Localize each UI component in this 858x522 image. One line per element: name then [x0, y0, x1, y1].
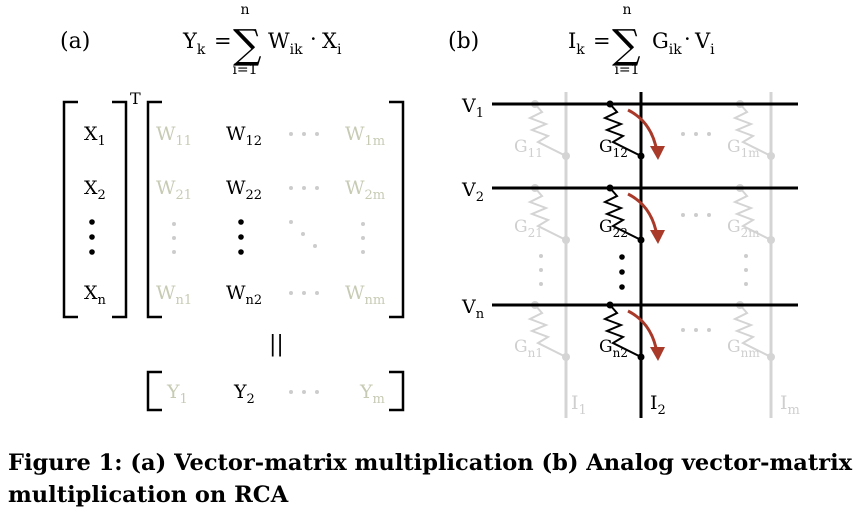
- row-label: V1: [461, 95, 484, 121]
- eq-a-dot: ·: [310, 27, 317, 51]
- eq-b-lhs-sub: k: [576, 42, 585, 58]
- row-label: Vn: [461, 296, 485, 322]
- faded-conductance-labels: G11 G1m G21 G2m Gn1 Gnm: [514, 137, 760, 360]
- column-label: I1: [571, 392, 587, 418]
- y-bracket-left: [146, 370, 162, 412]
- transpose-mark: T: [130, 89, 141, 108]
- conductance-label: Gnm: [727, 337, 760, 360]
- vertical-equals: ||: [269, 332, 284, 357]
- column-label-active: I2: [650, 392, 666, 418]
- eq-a-equals: =: [214, 29, 232, 53]
- conductance-label-active: G22: [599, 217, 628, 240]
- faded-resistors: [527, 103, 772, 358]
- y-vector-hdots: [289, 390, 319, 394]
- caption-text: (a) Vector-matrix multiplication (b) Ana…: [8, 450, 853, 508]
- svg-text:Wik: Wik: [268, 29, 303, 58]
- x-bracket-right: [112, 100, 128, 319]
- eq-a-sum-top: n: [240, 2, 249, 18]
- w-entry-active: Wn2: [226, 282, 262, 308]
- svg-text:Gik: Gik: [652, 29, 682, 58]
- eq-a-sum-bottom: i=1: [232, 62, 257, 78]
- conductance-label: G2m: [727, 217, 760, 240]
- w-entry: W11: [156, 123, 192, 149]
- eq-b-sigma: ∑: [612, 22, 641, 68]
- eq-b-sum-bottom: i=1: [614, 62, 639, 78]
- w-entry: W21: [156, 177, 192, 203]
- eq-b-v-sub: i: [710, 42, 715, 58]
- figure-caption: Figure 1: (a) Vector-matrix multiplicati…: [8, 447, 853, 511]
- y-entry-active: Y2: [233, 381, 255, 407]
- active-nodes: [606, 100, 645, 361]
- conductance-label: Gn1: [514, 337, 543, 360]
- conductance-label: G1m: [727, 137, 760, 160]
- eq-a-x: X: [322, 29, 337, 53]
- eq-a-lhs-sub: k: [197, 42, 206, 58]
- x-vector-entry: X1: [84, 123, 106, 149]
- eq-a-w: W: [268, 29, 290, 53]
- x-vector: X1 X2 Xn: [84, 123, 107, 308]
- panel-b-equation: Ik = ∑ n i=1 Gik · Vi: [568, 2, 715, 78]
- eq-b-dot: ·: [684, 27, 691, 51]
- panel-a-label: (a): [60, 29, 90, 54]
- w-matrix: W11 W12 W1m W21 W22 W2m Wn1 Wn2 Wnm: [156, 123, 385, 308]
- eq-b-v: V: [694, 29, 711, 53]
- w-bracket-right: [389, 100, 405, 319]
- w-entry: W2m: [345, 177, 385, 203]
- conductance-label-active: Gn2: [599, 337, 628, 360]
- eq-b-equals: =: [593, 29, 611, 53]
- y-entry: Y1: [166, 381, 188, 407]
- active-conductance-labels: G12 G22 Gn2: [599, 137, 628, 360]
- svg-text:Ik: Ik: [568, 29, 585, 58]
- panel-b: (b) Ik = ∑ n i=1 Gik · Vi: [448, 2, 800, 418]
- panel-b-label: (b): [448, 29, 479, 54]
- panel-a: (a) Yk = ∑ n i=1 Wik · Xi T X1 X2 Xn W11: [60, 2, 405, 412]
- svg-text:Vi: Vi: [694, 29, 715, 58]
- eq-a-lhs: Y: [182, 29, 198, 53]
- w-entry-active: W22: [226, 177, 262, 203]
- active-resistors: [602, 103, 642, 358]
- crossbar-vdots: [619, 254, 625, 290]
- y-entry: Ym: [359, 381, 385, 407]
- panel-a-equation: Yk = ∑ n i=1 Wik · Xi: [182, 2, 342, 78]
- eq-a-sigma: ∑: [233, 22, 262, 68]
- w-bracket-left: [146, 100, 162, 319]
- w-entry: Wnm: [345, 282, 385, 308]
- x-vector-entry: X2: [84, 177, 106, 203]
- column-label: Im: [780, 392, 800, 418]
- current-arrowheads: [650, 146, 665, 361]
- eq-b-lhs: I: [568, 29, 576, 53]
- row-voltage-labels: V1 V2 Vn: [461, 95, 485, 322]
- conductance-label: G21: [514, 217, 543, 240]
- row-label: V2: [461, 179, 484, 205]
- w-entry: W1m: [345, 123, 385, 149]
- x-vector-entry: Xn: [84, 282, 107, 308]
- x-vector-vdots: [89, 219, 95, 255]
- x-bracket-left: [62, 100, 78, 319]
- y-bracket-right: [389, 370, 405, 412]
- svg-text:Xi: Xi: [322, 29, 342, 58]
- eq-b-g: G: [652, 29, 669, 53]
- y-vector: Y1 Y2 Ym: [166, 381, 385, 407]
- conductance-label-active: G12: [599, 137, 628, 160]
- eq-a-x-sub: i: [337, 42, 342, 58]
- w-matrix-vdots: [238, 219, 244, 255]
- w-entry: Wn1: [156, 282, 192, 308]
- column-current-labels: I1 I2 Im: [571, 392, 800, 418]
- conductance-label: G11: [514, 137, 543, 160]
- eq-b-sum-top: n: [622, 2, 631, 18]
- caption-lead: Figure 1:: [8, 450, 123, 476]
- w-matrix-hdots: [172, 132, 365, 295]
- eq-b-g-sub: ik: [669, 42, 682, 58]
- svg-text:Yk: Yk: [182, 29, 206, 58]
- crossbar-faded-dots: [539, 132, 748, 332]
- w-entry-active: W12: [226, 123, 262, 149]
- eq-a-w-sub: ik: [290, 42, 303, 58]
